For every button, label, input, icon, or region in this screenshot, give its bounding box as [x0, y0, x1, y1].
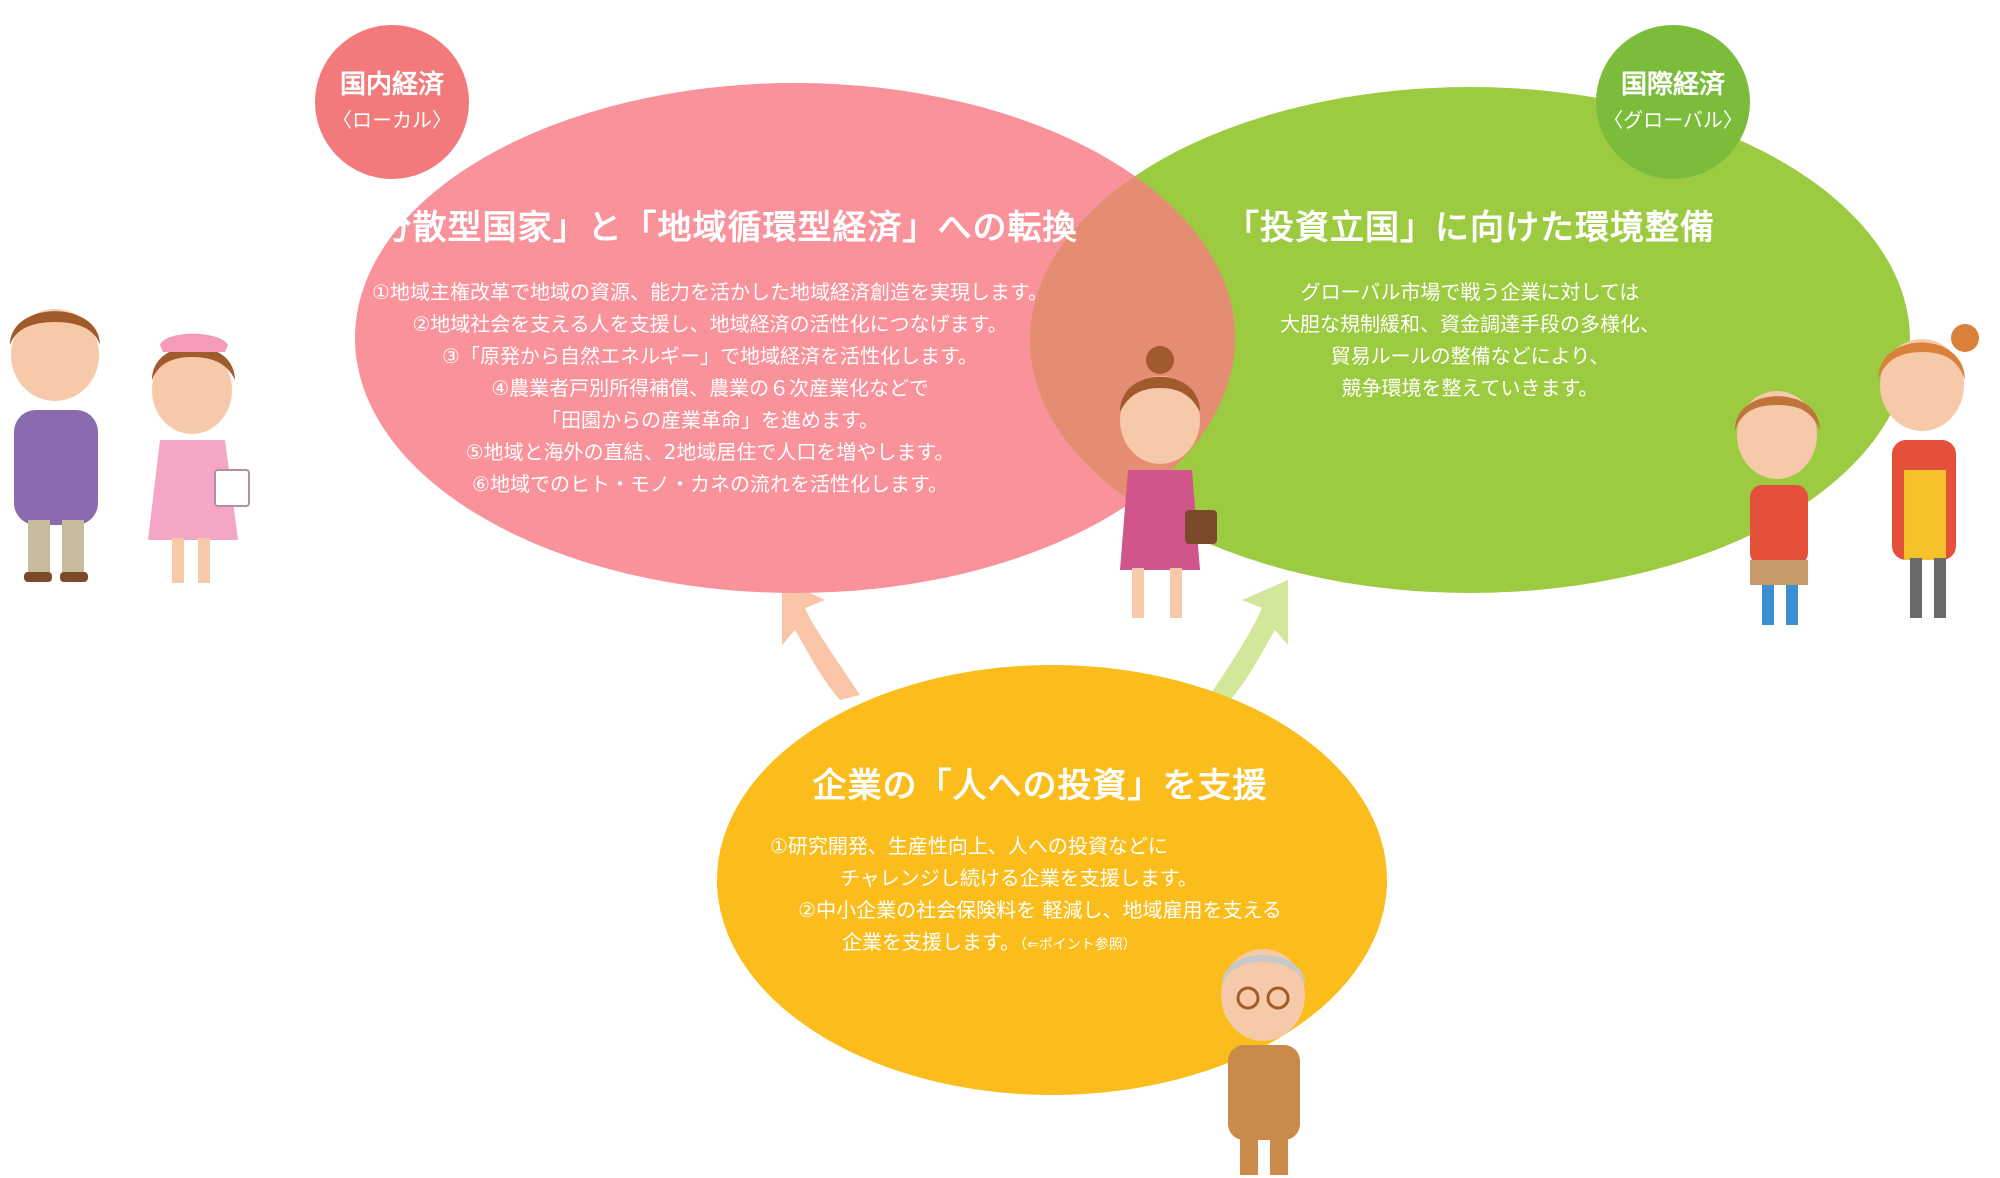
- arrow-to-international: [1210, 580, 1288, 700]
- international-policy-item: 貿易ルールの整備などにより、: [1330, 344, 1610, 368]
- domestic-policy-item: ⑤地域と海外の直結、2地域居住で人口を増やします。: [465, 440, 955, 464]
- domestic-policy-item: ④農業者戸別所得補償、農業の６次産業化などで: [491, 376, 929, 400]
- support-policy-item: 企業を支援します。（⇐ポイント参照）: [760, 926, 1320, 961]
- international-economy-ellipse: [1030, 87, 1910, 593]
- point-reference-note: （⇐ポイント参照）: [1020, 937, 1137, 953]
- domestic-badge: [315, 25, 469, 179]
- domestic-badge-title: 国内経済: [339, 70, 444, 100]
- domestic-badge-subtitle: 〈ローカル〉: [332, 108, 452, 132]
- international-policy-item: グローバル市場で戦う企業に対しては: [1300, 280, 1640, 304]
- international-heading: 「投資立国」に向けた環境整備: [1225, 208, 1715, 248]
- support-policy-text: 企業を支援します。: [842, 930, 1020, 954]
- international-policy-list: グローバル市場で戦う企業に対しては 大胆な規制緩和、資金調達手段の多様化、 貿易…: [1130, 276, 1810, 404]
- girl-figure-icon: [1735, 391, 1820, 625]
- international-badge: [1596, 25, 1750, 179]
- support-policy-list: ①研究開発、生産性向上、人への投資などに チャレンジし続ける企業を支援します。 …: [760, 830, 1320, 961]
- domestic-policy-item: ③「原発から自然エネルギー」で地域経済を活性化します。: [442, 344, 978, 368]
- domestic-economy-ellipse: [355, 83, 1235, 593]
- domestic-policy-item: ⑥地域でのヒト・モノ・カネの流れを活性化します。: [472, 472, 948, 496]
- nurse-figure-icon: [148, 333, 250, 583]
- woman-figure-icon: [1878, 324, 1979, 618]
- international-badge-title: 国際経済: [1620, 70, 1725, 100]
- domestic-policy-item: 「田園からの産業革命」を進めます。: [541, 408, 879, 432]
- support-policy-item: チャレンジし続ける企業を支援します。: [840, 866, 1198, 890]
- support-policy-item: ②中小企業の社会保険料を 軽減し、地域雇用を支える: [798, 898, 1282, 922]
- arrow-to-domestic: [782, 580, 860, 700]
- international-badge-subtitle: 〈グローバル〉: [1603, 108, 1743, 132]
- domestic-policy-list: ①地域主権改革で地域の資源、能力を活かした地域経済創造を実現します。 ②地域社会…: [200, 276, 1220, 500]
- domestic-policy-item: ①地域主権改革で地域の資源、能力を活かした地域経済創造を実現します。: [372, 280, 1048, 304]
- support-heading: 企業の「人への投資」を支援: [812, 766, 1268, 806]
- international-policy-item: 競争環境を整えていきます。: [1341, 376, 1599, 400]
- man-figure-icon: [10, 309, 100, 582]
- support-ellipse: [717, 665, 1387, 1095]
- businesswoman-figure-icon: [1120, 346, 1217, 618]
- domestic-policy-item: ②地域社会を支える人を支援し、地域経済の活性化につなげます。: [412, 312, 1008, 336]
- support-policy-item: ①研究開発、生産性向上、人への投資などに: [770, 834, 1168, 858]
- domestic-heading: 「分散型国家」と「地域循環型経済」への転換: [342, 208, 1078, 248]
- elderly-man-figure-icon: [1221, 949, 1305, 1175]
- international-policy-item: 大胆な規制緩和、資金調達手段の多様化、: [1280, 312, 1660, 336]
